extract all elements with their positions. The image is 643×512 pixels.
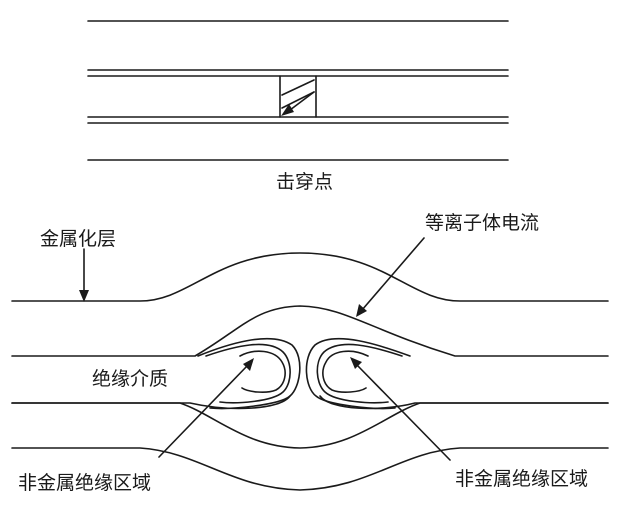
- insulating-dielectric-label: 绝缘介质: [92, 368, 169, 390]
- lower-dielectric-boundary: [11, 402, 609, 449]
- metallization-layer-label: 金属化层: [40, 228, 117, 250]
- non-metal-insulation-right-label: 非金属绝缘区域: [455, 468, 589, 490]
- left-dielectric-band: [11, 395, 291, 410]
- breakdown-arrow-head: [281, 104, 294, 116]
- metallization-top-line: [11, 252, 609, 302]
- breakdown-point-label: 击穿点: [276, 171, 334, 193]
- upper-dielectric-boundary: [11, 305, 609, 357]
- metallization-bottom-line: [11, 447, 609, 491]
- left-insulation-loop: [197, 337, 301, 410]
- non-metal-insulation-left-label: 非金属绝缘区域: [18, 472, 152, 494]
- plasma-current-leader: [356, 237, 425, 317]
- plasma-current-label: 等离子体电流: [425, 212, 540, 234]
- left-insulation-leader: [158, 358, 254, 458]
- metallization-leader: [79, 248, 89, 302]
- right-insulation-loop: [305, 337, 411, 410]
- right-insulation-leader: [350, 357, 451, 461]
- breakdown-point-marker: [279, 75, 317, 118]
- top-film-layers: [87, 20, 509, 161]
